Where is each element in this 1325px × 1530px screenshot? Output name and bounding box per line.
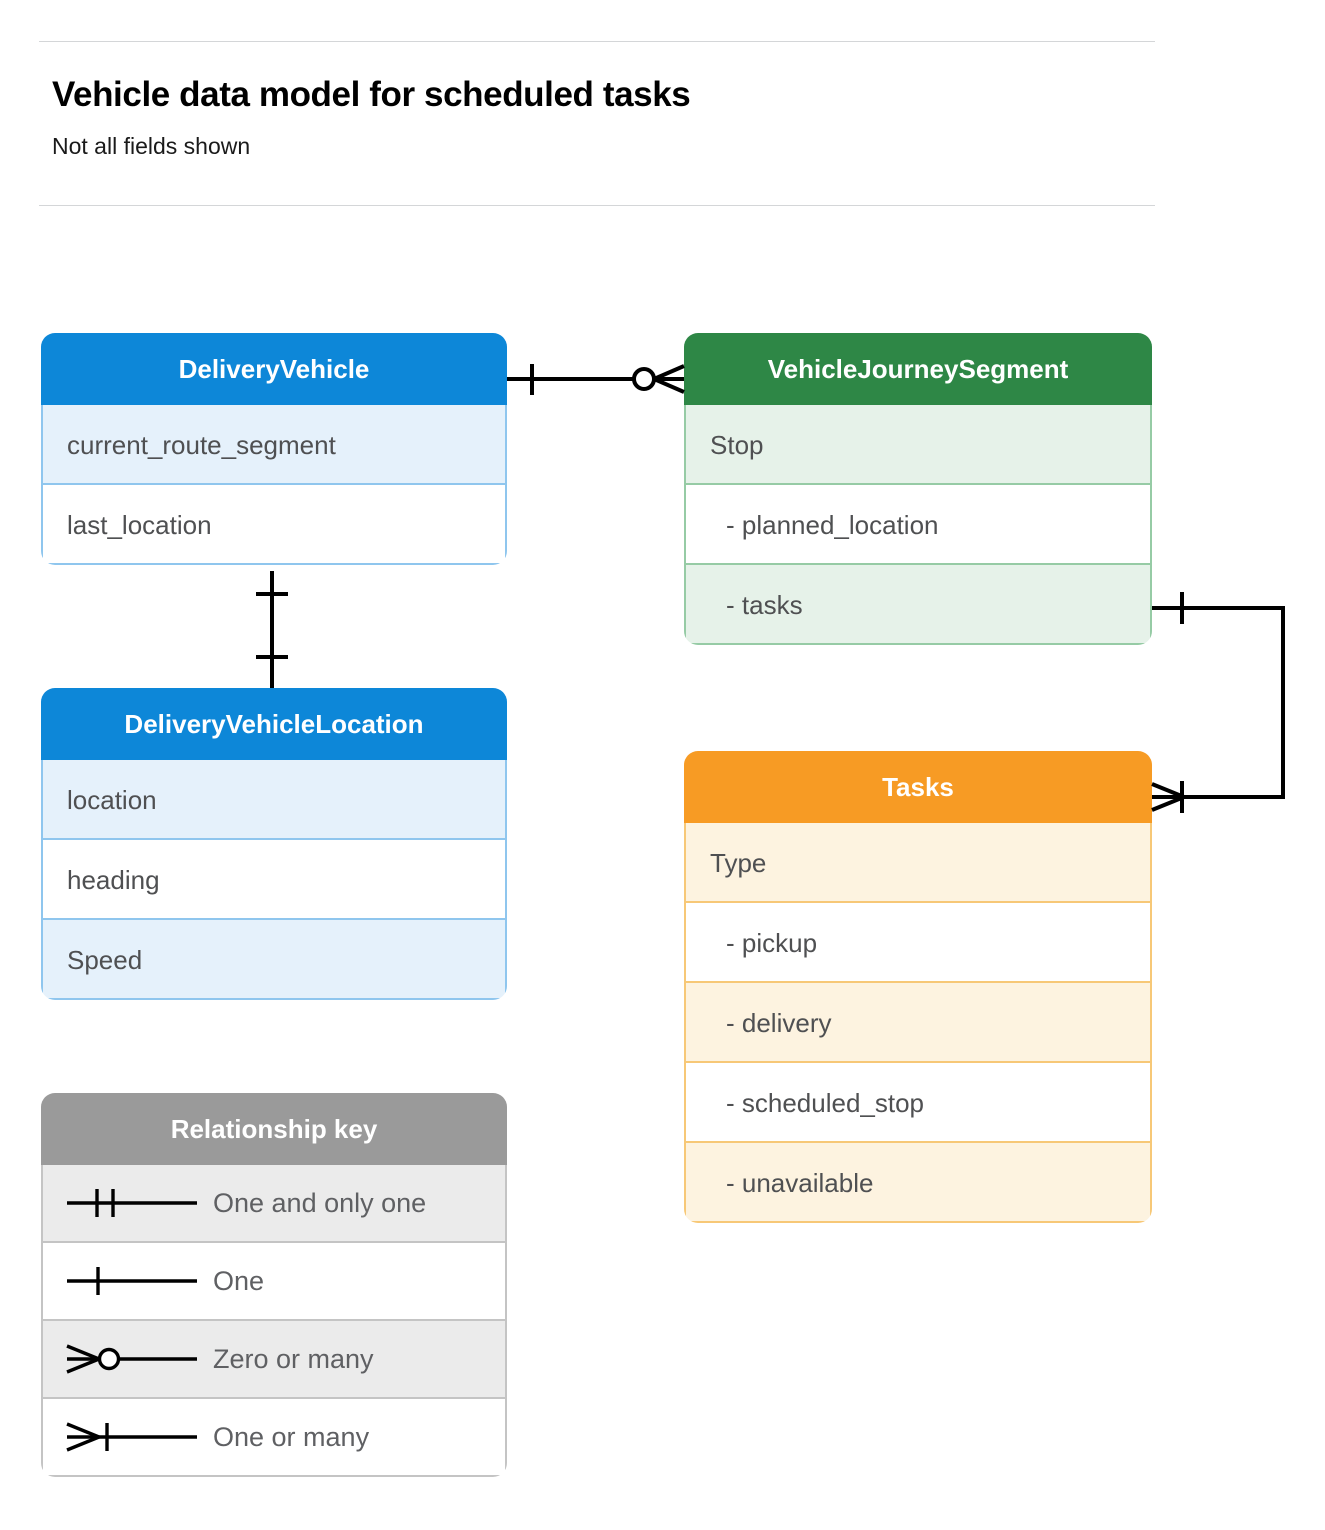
field-row[interactable]: - planned_location xyxy=(684,485,1152,565)
header-divider-bottom xyxy=(39,205,1155,206)
legend-item-label: One xyxy=(213,1265,265,1296)
legend-item-one[interactable]: One xyxy=(41,1243,507,1321)
legend-item-label: One or many xyxy=(213,1421,370,1452)
header-divider-top xyxy=(39,41,1155,42)
entity-delivery-vehicle-title: DeliveryVehicle xyxy=(41,333,507,405)
legend-title: Relationship key xyxy=(41,1093,507,1165)
field-row[interactable]: heading xyxy=(41,840,507,920)
connector-vehicle-journey-segment-to-tasks xyxy=(1151,592,1285,813)
one-icon xyxy=(43,1261,213,1301)
connector-delivery-vehicle-to-delivery-vehicle-location xyxy=(256,571,288,688)
one-and-only-one-icon xyxy=(43,1183,213,1223)
entity-vehicle-journey-segment-fields: Stop - planned_location - tasks xyxy=(684,405,1152,645)
entity-tasks-title: Tasks xyxy=(684,751,1152,823)
entity-vehicle-journey-segment-title: VehicleJourneySegment xyxy=(684,333,1152,405)
field-row[interactable]: - scheduled_stop xyxy=(684,1063,1152,1143)
field-row[interactable]: - pickup xyxy=(684,903,1152,983)
page-title: Vehicle data model for scheduled tasks xyxy=(52,75,691,114)
zero-or-many-icon xyxy=(43,1339,213,1379)
page-subtitle: Not all fields shown xyxy=(52,133,251,159)
field-row[interactable]: - delivery xyxy=(684,983,1152,1063)
entity-delivery-vehicle-location-fields: location heading Speed xyxy=(41,760,507,1000)
entity-tasks-fields: Type - pickup - delivery - scheduled_sto… xyxy=(684,823,1152,1223)
legend-item-one-and-only-one[interactable]: One and only one xyxy=(41,1165,507,1243)
field-row[interactable]: - unavailable xyxy=(684,1143,1152,1223)
legend-item-one-or-many[interactable]: One or many xyxy=(41,1399,507,1477)
field-row[interactable]: Type xyxy=(684,823,1152,903)
legend-item-zero-or-many[interactable]: Zero or many xyxy=(41,1321,507,1399)
entity-delivery-vehicle-location[interactable]: DeliveryVehicleLocation location heading… xyxy=(41,688,507,1000)
field-row[interactable]: Stop xyxy=(684,405,1152,485)
legend-relationship-key[interactable]: Relationship key One and only one One xyxy=(41,1093,507,1477)
one-or-many-icon xyxy=(43,1417,213,1457)
field-row[interactable]: location xyxy=(41,760,507,840)
field-row[interactable]: Speed xyxy=(41,920,507,1000)
entity-delivery-vehicle[interactable]: DeliveryVehicle current_route_segment la… xyxy=(41,333,507,565)
legend-item-label: Zero or many xyxy=(213,1343,374,1374)
field-row[interactable]: current_route_segment xyxy=(41,405,507,485)
entity-delivery-vehicle-location-title: DeliveryVehicleLocation xyxy=(41,688,507,760)
entity-tasks[interactable]: Tasks Type - pickup - delivery - schedul… xyxy=(684,751,1152,1223)
entity-vehicle-journey-segment[interactable]: VehicleJourneySegment Stop - planned_loc… xyxy=(684,333,1152,645)
field-row[interactable]: - tasks xyxy=(684,565,1152,645)
entity-delivery-vehicle-fields: current_route_segment last_location xyxy=(41,405,507,565)
connector-delivery-vehicle-to-vehicle-journey-segment xyxy=(507,364,685,395)
field-row[interactable]: last_location xyxy=(41,485,507,565)
legend-item-label: One and only one xyxy=(213,1187,427,1218)
